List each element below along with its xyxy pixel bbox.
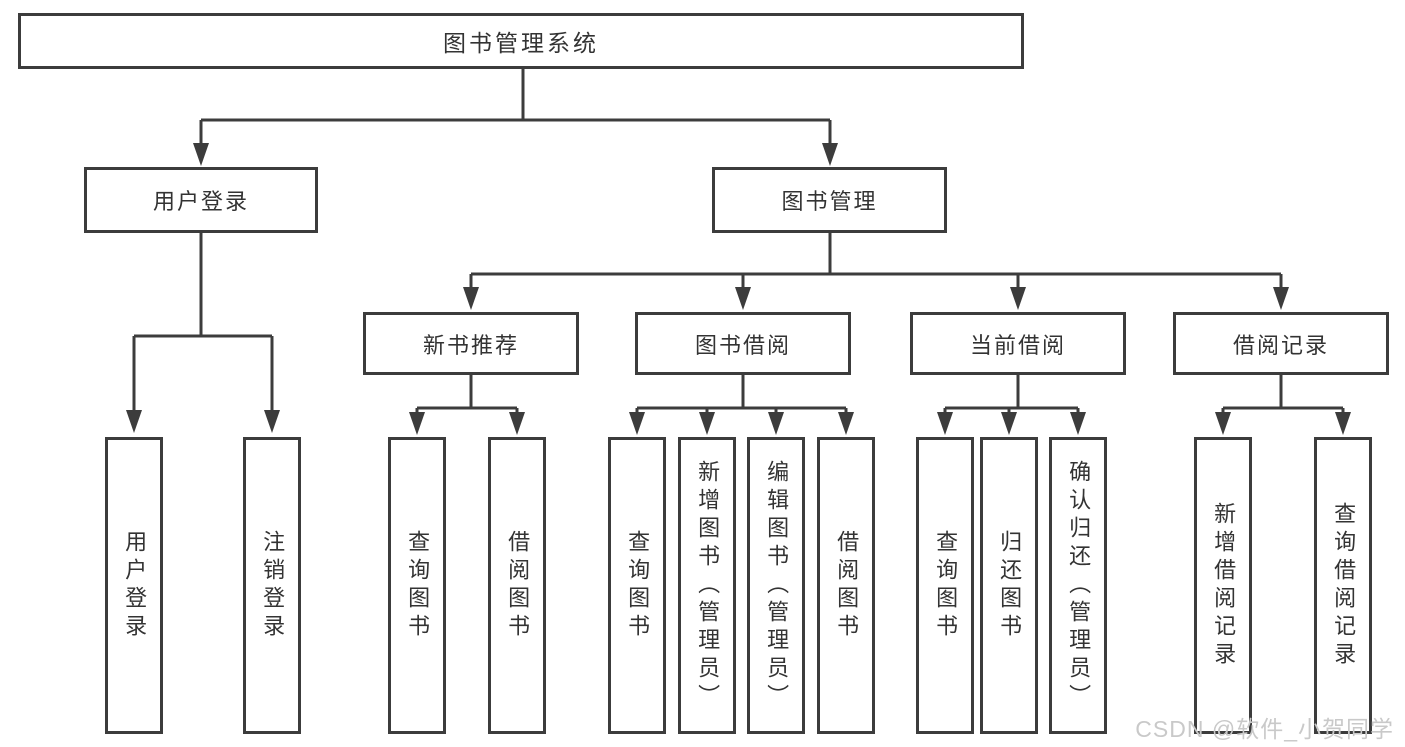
arrowheads-new-book-recommend-children [409, 412, 525, 435]
node-borrowing-records: 借阅记录 [1173, 312, 1389, 375]
leaf-bb-add-books-admin-label: 新增图书（管理员） [695, 459, 721, 712]
leaf-cb-return-books-label: 归还图书 [997, 529, 1023, 642]
csdn-watermark: CSDN @软件_小贺同学 [1135, 716, 1394, 742]
leaf-bb-query-books-label: 查询图书 [625, 529, 651, 642]
arrowheads-book-borrowing-children [629, 412, 854, 435]
arrowheads-user-login-children [126, 410, 280, 433]
leaf-br-add-record: 新增借阅记录 [1194, 437, 1252, 734]
node-borrowing-records-label: 借阅记录 [1232, 332, 1329, 358]
node-current-borrowing: 当前借阅 [910, 312, 1126, 375]
leaf-rec-borrow-books-label: 借阅图书 [505, 529, 531, 642]
leaf-bb-edit-books-admin: 编辑图书（管理员） [747, 437, 805, 734]
leaf-cb-confirm-return-admin-label: 确认归还（管理员） [1066, 459, 1092, 712]
leaf-cb-confirm-return-admin: 确认归还（管理员） [1049, 437, 1107, 734]
arrowheads-level3 [463, 287, 1289, 310]
leaf-bb-add-books-admin: 新增图书（管理员） [678, 437, 736, 734]
leaf-user-login-label: 用户登录 [122, 529, 148, 642]
connector-book-management-children [469, 233, 1283, 288]
connector-current-borrowing-children [943, 375, 1080, 412]
connector-borrowing-records-children [1221, 375, 1345, 412]
node-current-borrowing-label: 当前借阅 [969, 332, 1066, 358]
leaf-rec-borrow-books: 借阅图书 [488, 437, 546, 734]
connector-root-to-level2 [199, 69, 832, 144]
node-book-borrowing-label: 图书借阅 [694, 332, 791, 358]
node-book-borrowing: 图书借阅 [635, 312, 851, 375]
node-user-login: 用户登录 [84, 167, 318, 233]
connector-book-borrowing-children [635, 375, 848, 412]
node-book-management-label: 图书管理 [781, 189, 878, 214]
leaf-rec-query-books-label: 查询图书 [405, 529, 431, 642]
leaf-br-query-record-label: 查询借阅记录 [1331, 501, 1357, 670]
node-book-management: 图书管理 [712, 167, 947, 233]
node-root: 图书管理系统 [18, 13, 1024, 69]
node-root-label: 图书管理系统 [443, 30, 599, 56]
leaf-logout: 注销登录 [243, 437, 301, 734]
leaf-cb-return-books: 归还图书 [980, 437, 1038, 734]
leaf-br-add-record-label: 新增借阅记录 [1211, 501, 1237, 670]
leaf-rec-query-books: 查询图书 [388, 437, 446, 734]
node-user-login-label: 用户登录 [152, 189, 249, 214]
leaf-user-login: 用户登录 [105, 437, 163, 734]
leaf-bb-borrow-books-label: 借阅图书 [834, 529, 860, 642]
leaf-bb-borrow-books: 借阅图书 [817, 437, 875, 734]
arrowheads-level2 [193, 143, 838, 166]
arrowheads-borrowing-records-children [1215, 412, 1351, 435]
leaf-bb-query-books: 查询图书 [608, 437, 666, 734]
leaf-br-query-record: 查询借阅记录 [1314, 437, 1372, 734]
leaf-cb-query-books: 查询图书 [916, 437, 974, 734]
node-new-book-recommend-label: 新书推荐 [422, 332, 519, 358]
leaf-cb-query-books-label: 查询图书 [933, 529, 959, 642]
leaf-bb-edit-books-admin-label: 编辑图书（管理员） [764, 459, 790, 712]
node-new-book-recommend: 新书推荐 [363, 312, 579, 375]
arrowheads-current-borrowing-children [937, 412, 1086, 435]
connector-new-book-recommend-children [415, 375, 519, 412]
connector-user-login-children [132, 233, 274, 410]
leaf-logout-label: 注销登录 [260, 529, 286, 642]
